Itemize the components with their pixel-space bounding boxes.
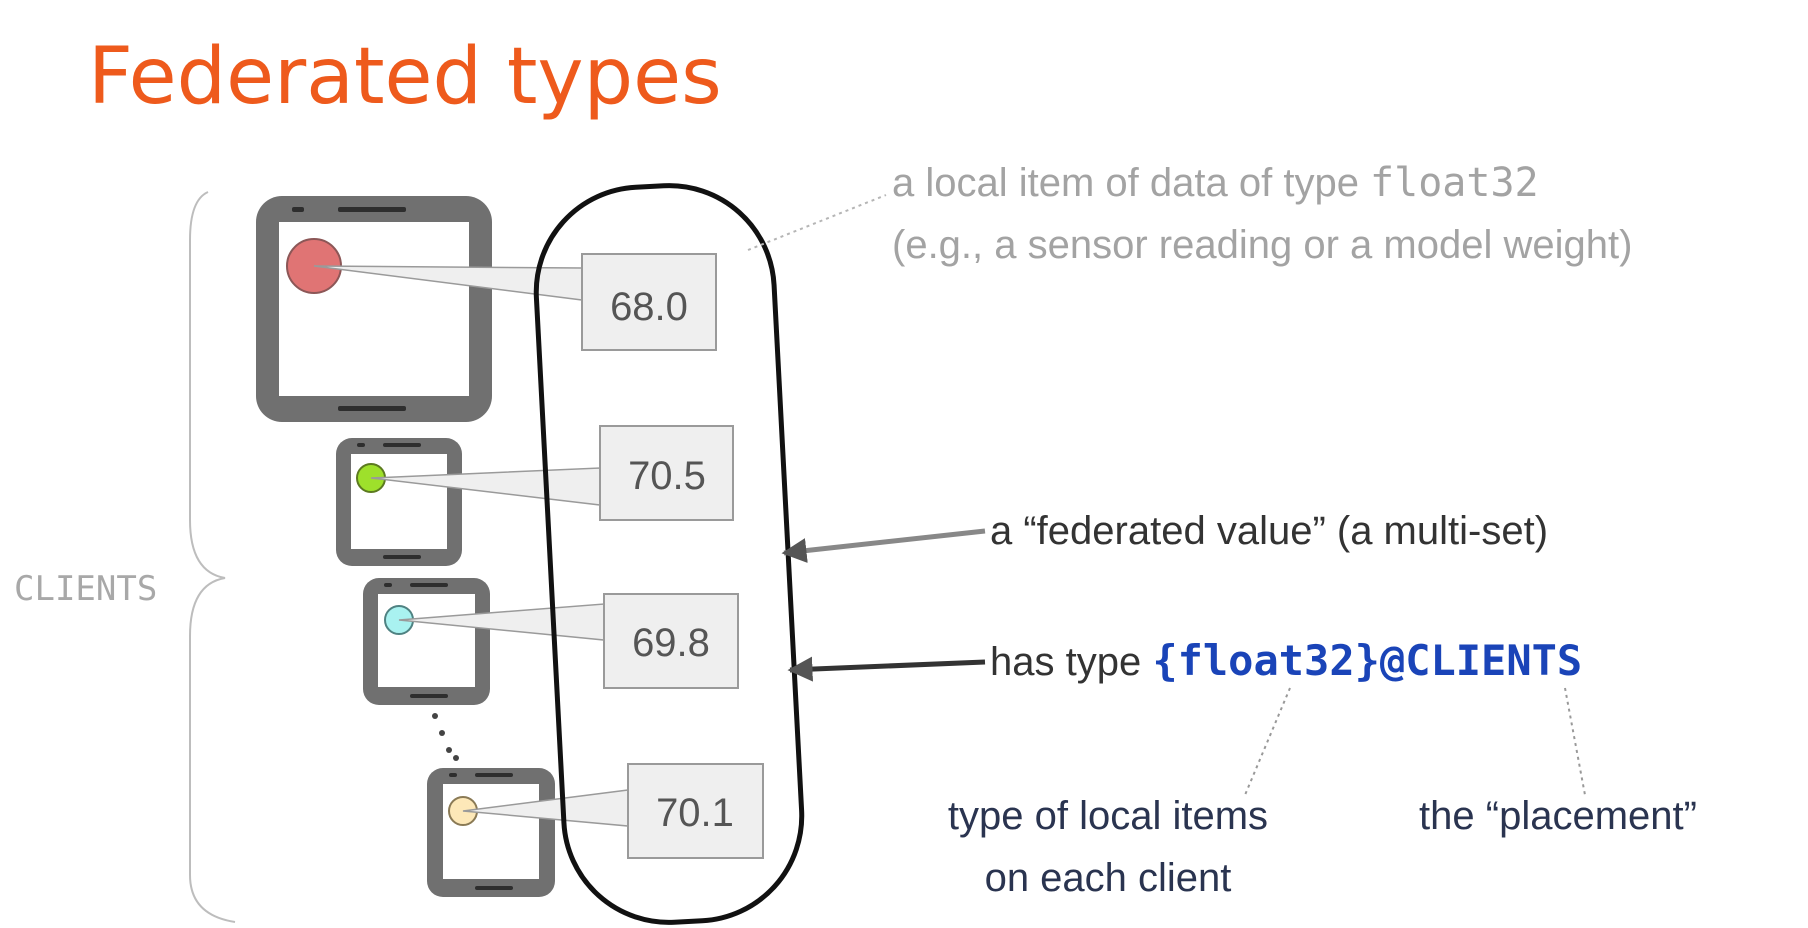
member-note-leader	[1244, 687, 1291, 796]
device-top-dot	[357, 443, 365, 447]
federated-value-arrow	[781, 528, 986, 563]
member-note-line1: type of local items	[948, 794, 1268, 838]
device-1: 68.0	[256, 196, 717, 422]
has-type-arrow	[787, 656, 986, 682]
local-item-prefix: a local item of data of type	[892, 161, 1370, 205]
device-bottom-bar	[475, 886, 513, 890]
more-clients-ellipsis	[432, 713, 459, 761]
device-top-bar	[475, 773, 513, 777]
device-3: 69.8	[363, 578, 739, 705]
member-note-line2: on each client	[985, 856, 1232, 900]
slide-title: Federated types	[88, 32, 722, 122]
value-box	[603, 593, 739, 689]
federated-type-member: {float32}	[1152, 636, 1380, 685]
clients-brace	[189, 191, 236, 923]
federated-value-annotation: a “federated value” (a multi-set)	[990, 509, 1548, 553]
value-box	[627, 763, 764, 859]
device-top-bar	[383, 443, 421, 447]
local-item-type: float32	[1370, 160, 1539, 206]
has-type-prefix: has type	[990, 640, 1152, 684]
device-bottom-bar	[338, 406, 406, 411]
federated-type-placement: @CLIENTS	[1380, 636, 1582, 685]
clients-label: CLIENTS	[14, 569, 157, 609]
device-bottom-bar	[383, 555, 421, 559]
device-top-dot	[449, 773, 457, 777]
device-4: 70.1	[427, 763, 764, 897]
value-text: 69.8	[632, 621, 710, 665]
local-item-example: (e.g., a sensor reading or a model weigh…	[892, 223, 1632, 267]
value-text: 70.5	[628, 454, 706, 498]
local-item-annotation: a local item of data of type float32	[892, 160, 1539, 206]
placement-note: the “placement”	[1419, 794, 1697, 838]
device-top-bar	[338, 207, 406, 212]
device-top-dot	[292, 207, 304, 212]
value-text: 70.1	[656, 791, 734, 835]
device-2: 70.5	[336, 425, 734, 566]
placement-note-leader	[1564, 687, 1586, 796]
local-item-leader	[747, 194, 887, 251]
value-text: 68.0	[610, 285, 688, 329]
value-box	[581, 253, 717, 351]
value-box	[599, 425, 734, 521]
device-bottom-bar	[410, 694, 448, 698]
device-top-dot	[384, 583, 392, 587]
has-type-annotation: has type {float32}@CLIENTS	[990, 636, 1582, 685]
device-top-bar	[410, 583, 448, 587]
